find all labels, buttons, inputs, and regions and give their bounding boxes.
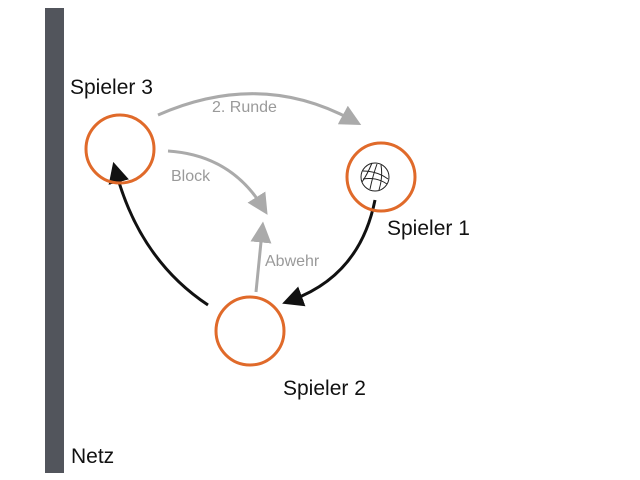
player-circle-2[interactable] — [214, 295, 286, 367]
arrow-pass-1-to-2 — [282, 199, 377, 307]
player-label-3: Spieler 3 — [70, 76, 153, 99]
arrow-block — [167, 149, 268, 215]
arrow-label-defense: Abwehr — [265, 253, 320, 270]
arrow-pass-2-to-3 — [108, 161, 209, 307]
net-bar — [45, 8, 64, 473]
arrow-label-block: Block — [171, 168, 211, 185]
arrow-label-second-round: 2. Runde — [212, 99, 277, 116]
player-label-2: Spieler 2 — [283, 377, 366, 400]
player-label-1: Spieler 1 — [387, 217, 470, 240]
player-circle-1[interactable] — [345, 141, 417, 213]
volleyball-icon — [360, 162, 390, 192]
player-circle-3[interactable] — [84, 113, 156, 185]
net-label: Netz — [71, 445, 115, 468]
arrow-defense — [250, 221, 272, 293]
arrow-second-round — [157, 92, 362, 126]
